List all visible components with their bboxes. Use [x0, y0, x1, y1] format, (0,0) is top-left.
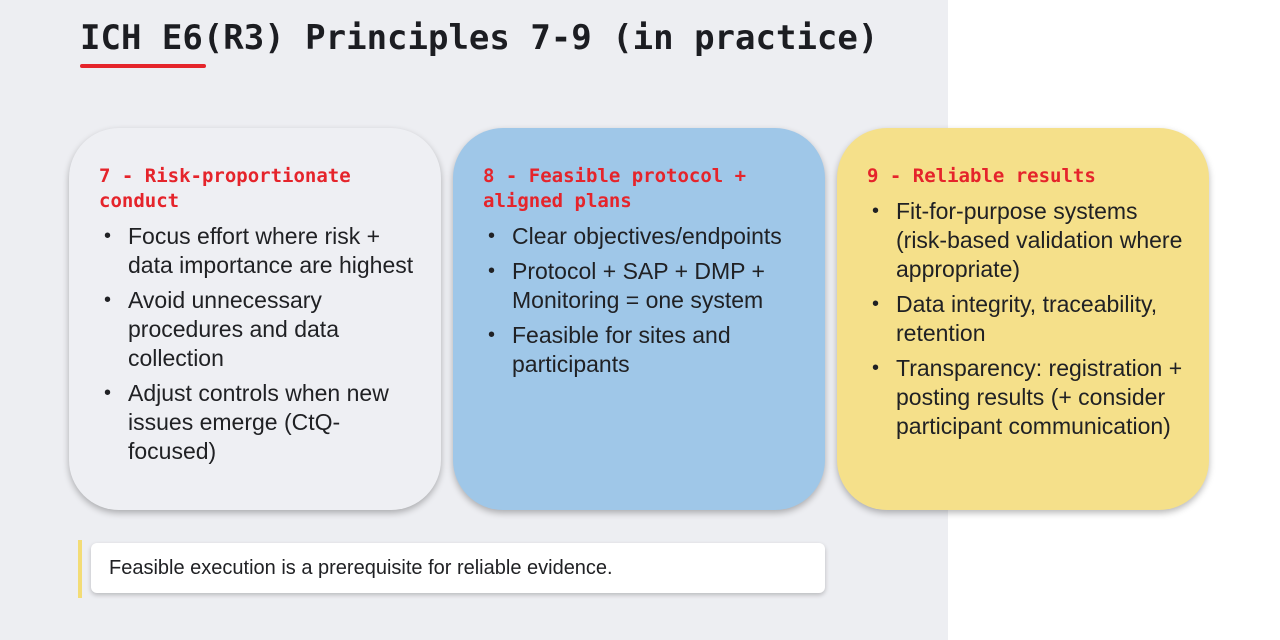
principle-bullets-9: Fit-for-purpose systems (risk-based vali…	[867, 197, 1195, 441]
principle-card-7: 7 - Risk-proportionate conduct Focus eff…	[69, 128, 441, 510]
principle-heading-9: 9 - Reliable results	[867, 165, 1096, 187]
principle-card-9: 9 - Reliable results Fit-for-purpose sys…	[837, 128, 1209, 510]
bullet-item: Clear objectives/endpoints	[483, 222, 811, 251]
bullet-item: Focus effort where risk + data importanc…	[99, 222, 427, 280]
bullet-item: Adjust controls when new issues emerge (…	[99, 379, 427, 466]
bullet-item: Feasible for sites and participants	[483, 321, 811, 379]
bullet-item: Avoid unnecessary procedures and data co…	[99, 286, 427, 373]
bullet-item: Protocol + SAP + DMP + Monitoring = one …	[483, 257, 811, 315]
callout-box: Feasible execution is a prerequisite for…	[91, 543, 825, 593]
principle-bullets-8: Clear objectives/endpoints Protocol + SA…	[483, 222, 811, 379]
bullet-item: Fit-for-purpose systems (risk-based vali…	[867, 197, 1195, 284]
principle-card-8: 8 - Feasible protocol + aligned plans Cl…	[453, 128, 825, 510]
callout-text: Feasible execution is a prerequisite for…	[109, 556, 613, 579]
bullet-item: Data integrity, traceability, retention	[867, 290, 1195, 348]
callout-accent-bar	[78, 540, 82, 598]
principle-heading-8: 8 - Feasible protocol + aligned plans	[483, 165, 747, 212]
principle-bullets-7: Focus effort where risk + data importanc…	[99, 222, 427, 466]
slide-title: ICH E6(R3) Principles 7-9 (in practice)	[80, 18, 879, 58]
bullet-item: Transparency: registration + posting res…	[867, 354, 1195, 441]
principle-heading-7: 7 - Risk-proportionate conduct	[99, 165, 351, 212]
title-underline	[80, 64, 206, 68]
